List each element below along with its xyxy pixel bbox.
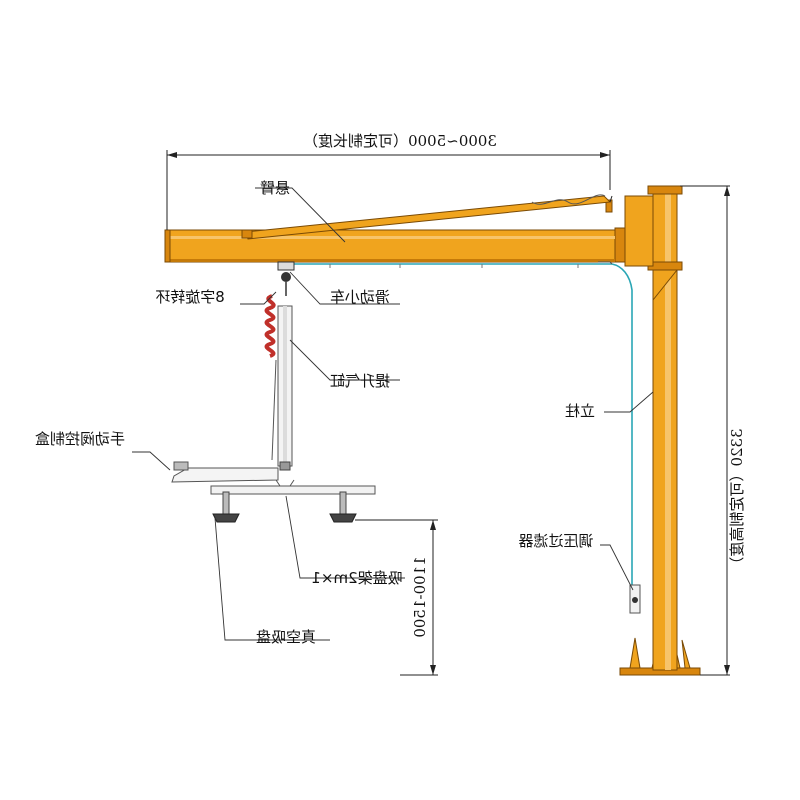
label-arm-length-text: 3000~5000（可定制长度）	[303, 132, 497, 150]
label-vacuum-cup: 真空吸盘	[256, 628, 316, 646]
boom-beam	[164, 229, 616, 263]
label-trolley: 滑动小车	[330, 288, 390, 306]
label-total-height: 3320（可定制高度）	[728, 428, 746, 571]
tension-rod	[241, 194, 613, 240]
label-pressure-filter: 调压过滤器	[518, 532, 593, 550]
trolley	[277, 261, 295, 296]
suction-frame	[210, 479, 376, 495]
label-column: 立柱	[565, 402, 595, 420]
label-lift-cylinder: 提升气缸	[330, 372, 390, 390]
label-manual-valve-box: 手动阀控制盒	[35, 430, 125, 448]
lift-cylinder-body	[271, 305, 293, 471]
dimension-total-height	[680, 185, 730, 676]
slewing-head	[605, 195, 654, 267]
vacuum-cup-left	[329, 491, 357, 523]
label-group: 3000~5000（可定制长度） 3320（可定制高度） 1100-1500 悬…	[35, 132, 746, 646]
label-swivel-ring: 8字旋转环	[155, 288, 225, 306]
label-lift-height: 1100-1500	[411, 556, 429, 637]
spring-hose	[264, 294, 276, 358]
air-hose	[285, 261, 633, 600]
manual-valve-handle	[171, 461, 279, 483]
column	[647, 185, 683, 671]
label-cantilever: 悬臂	[260, 179, 290, 197]
dimension-arm-length	[166, 150, 611, 230]
pressure-filter-unit	[629, 584, 641, 614]
dimension-lift-height	[355, 519, 438, 676]
label-suction-frame: 吸盘架2m×1	[311, 569, 402, 587]
leader-lines	[132, 187, 654, 641]
vacuum-cup-right	[212, 491, 240, 523]
